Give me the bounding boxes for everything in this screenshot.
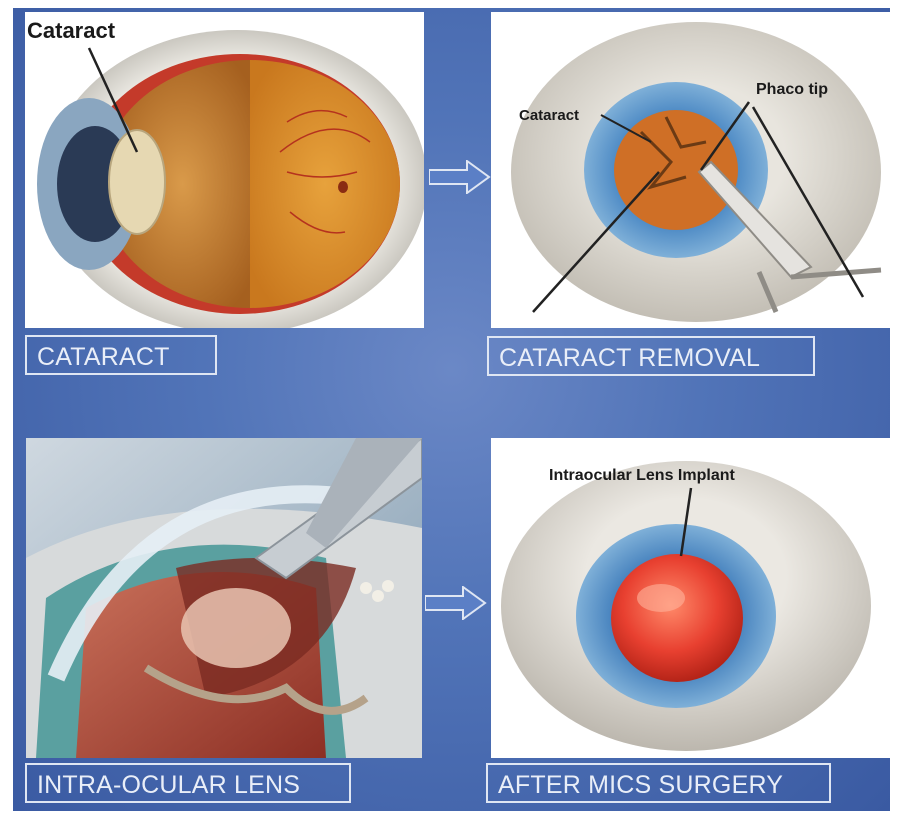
caption-cataract-removal: CATARACT REMOVAL (487, 336, 815, 376)
cataract-removal-illustration: Cataract Phaco tip (491, 12, 890, 328)
intraocular-lens-illustration (26, 438, 422, 758)
caption-intraocular-lens: INTRA-OCULAR LENS (25, 763, 351, 803)
caption-after-mics: AFTER MICS SURGERY (486, 763, 831, 803)
label-removal-cataract: Cataract (519, 107, 579, 124)
label-phaco-tip: Phaco tip (756, 81, 828, 98)
panel-after-mics: Intraocular Lens Implant (491, 438, 890, 758)
lens-implant-illustration: Intraocular Lens Implant (491, 438, 890, 758)
right-arrow-icon (429, 160, 491, 194)
cataract-eye-illustration: Cataract (25, 12, 424, 328)
caption-cataract: CATARACT (25, 335, 217, 375)
diagram-canvas: Cataract CATARACT (13, 8, 890, 811)
label-intraocular-lens-implant: Intraocular Lens Implant (549, 467, 735, 484)
panel-cataract-removal: Cataract Phaco tip (491, 12, 890, 328)
right-arrow-icon (425, 586, 487, 620)
panel-intraocular-lens (26, 438, 422, 758)
panel-cataract: Cataract (25, 12, 424, 328)
label-cataract: Cataract (27, 18, 116, 43)
